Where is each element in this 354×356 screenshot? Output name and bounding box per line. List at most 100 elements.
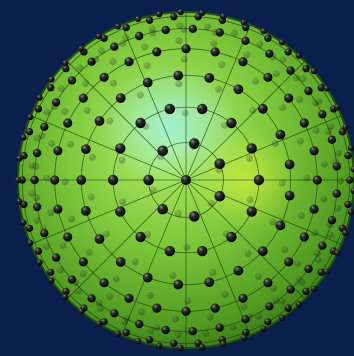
bead	[333, 189, 341, 197]
bead	[226, 118, 236, 128]
bead	[276, 130, 286, 140]
bead	[100, 278, 109, 287]
bead	[135, 232, 145, 242]
bead	[143, 78, 153, 88]
bead	[44, 109, 51, 116]
bead	[182, 109, 189, 116]
bead	[16, 198, 22, 204]
bead	[252, 78, 259, 85]
bead	[245, 250, 252, 257]
bead	[62, 60, 68, 66]
bead	[344, 152, 351, 159]
bead	[61, 108, 68, 115]
bead	[293, 74, 300, 81]
bead	[299, 75, 306, 82]
bead	[106, 293, 113, 300]
bead	[264, 35, 271, 42]
bead	[318, 110, 326, 118]
bead	[344, 201, 351, 208]
bead	[334, 205, 341, 212]
bead	[138, 308, 145, 315]
bead	[255, 313, 262, 320]
bead	[265, 302, 273, 310]
bead	[40, 229, 48, 237]
bead	[348, 145, 354, 151]
bead	[300, 232, 309, 241]
bead	[284, 257, 293, 266]
bead	[256, 41, 263, 48]
bead	[20, 219, 26, 225]
bead	[216, 323, 224, 331]
bead	[220, 341, 226, 347]
bead	[258, 104, 268, 114]
bead	[234, 84, 244, 94]
bead	[197, 104, 207, 114]
bead	[303, 175, 310, 182]
bead	[189, 25, 197, 33]
bead	[86, 249, 93, 256]
bead	[247, 143, 257, 153]
bead	[203, 330, 210, 337]
bead	[152, 47, 161, 56]
bead	[81, 144, 91, 154]
bead	[82, 80, 89, 87]
bead	[300, 118, 309, 127]
bead	[110, 80, 117, 87]
bead	[173, 280, 183, 290]
bead	[115, 206, 125, 216]
bead	[96, 33, 102, 39]
bead	[246, 155, 253, 162]
bead	[315, 256, 322, 263]
bead	[116, 257, 126, 267]
bead	[98, 47, 105, 54]
bead	[247, 206, 257, 216]
bead	[334, 104, 340, 110]
bead	[304, 265, 312, 273]
bead	[238, 57, 247, 66]
bead	[296, 52, 302, 58]
bead	[80, 271, 87, 278]
bead	[197, 246, 207, 256]
bead	[170, 340, 177, 347]
bead	[214, 191, 225, 202]
bead	[183, 244, 190, 251]
bead	[40, 123, 48, 131]
bead	[334, 250, 340, 256]
bead	[328, 123, 335, 130]
bead	[181, 56, 188, 63]
bead	[177, 9, 183, 15]
bead	[211, 304, 220, 313]
bead	[175, 210, 182, 217]
bead	[204, 277, 214, 287]
bead	[43, 243, 50, 250]
bead	[240, 303, 247, 310]
bead	[320, 196, 327, 203]
bead	[95, 116, 105, 126]
bead	[207, 314, 214, 321]
bead	[137, 92, 144, 99]
bead	[296, 301, 302, 307]
bead	[304, 87, 312, 95]
bead	[284, 304, 291, 311]
bead	[324, 268, 330, 274]
bead	[181, 44, 190, 53]
bead	[210, 40, 217, 47]
bead	[337, 177, 344, 184]
bead	[63, 118, 72, 127]
bead	[310, 146, 319, 155]
bead	[220, 13, 226, 19]
bead	[27, 114, 33, 120]
bead	[286, 66, 294, 74]
bead	[211, 47, 220, 56]
bead	[241, 19, 247, 25]
bead	[115, 330, 121, 336]
bead	[103, 231, 110, 238]
bead	[184, 297, 191, 304]
bead	[110, 309, 118, 317]
bead	[218, 61, 225, 68]
bead	[78, 46, 84, 52]
bead	[62, 294, 68, 300]
bead	[172, 315, 179, 322]
bead	[124, 294, 133, 303]
bead	[60, 242, 67, 249]
